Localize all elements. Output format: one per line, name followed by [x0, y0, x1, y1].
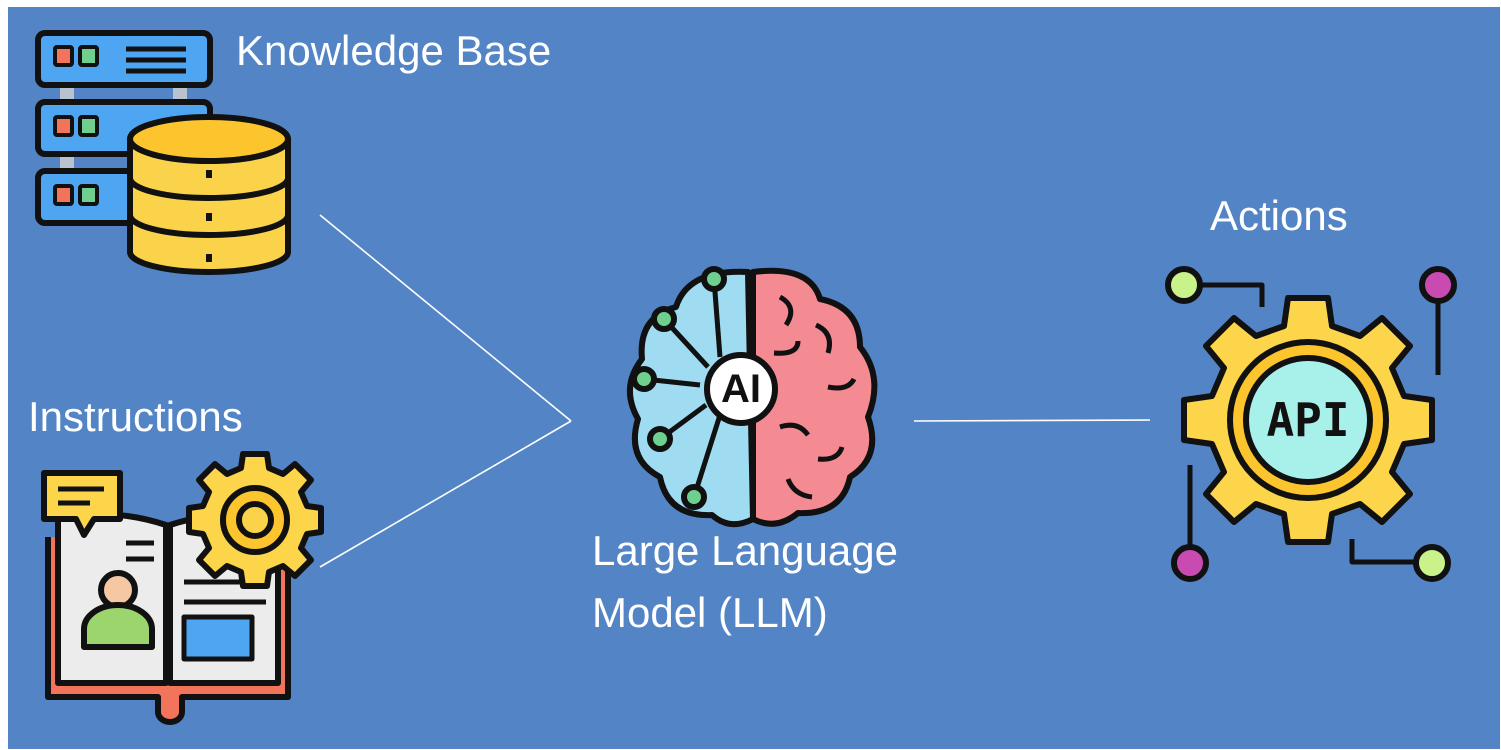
ai-badge-text: AI [721, 367, 761, 411]
edge-instructions-to-llm [319, 420, 572, 568]
actions-label: Actions [1210, 192, 1348, 239]
diagram-graphics [35, 30, 1457, 725]
api-gear-icon [1165, 266, 1457, 582]
diagram-slide: Knowledge Base Instructions Large Langua… [8, 7, 1500, 749]
edge-llm-to-actions [913, 419, 1151, 422]
instructions-label: Instructions [28, 393, 243, 440]
knowledge-base-label: Knowledge Base [236, 27, 552, 74]
edge-knowledge-to-llm [319, 214, 572, 422]
api-badge-text: API [1266, 393, 1350, 447]
llm-label-line2: Model (LLM) [592, 589, 828, 636]
book-gear-icon [41, 451, 324, 725]
ai-brain-icon [626, 266, 878, 528]
server-database-icon [35, 30, 291, 275]
llm-label-line1: Large Language [592, 527, 898, 574]
connectors [319, 214, 1151, 568]
